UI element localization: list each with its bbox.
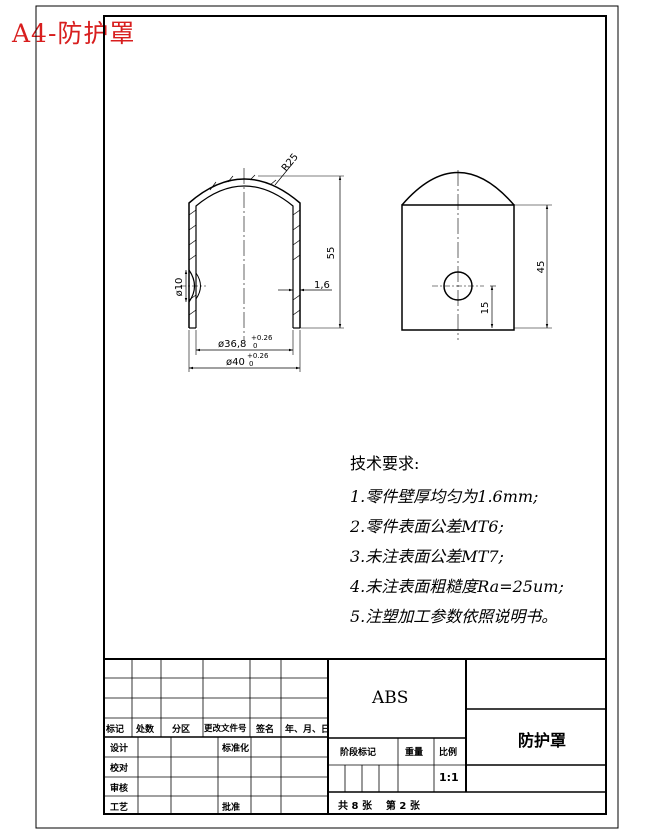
note-item-2: 2.零件表面公差MT6; — [350, 517, 504, 536]
dim-outer-tol-lower: 0 — [249, 360, 253, 368]
label-process: 工艺 — [110, 803, 129, 813]
dim-outer-tol-upper: +0.26 — [247, 352, 269, 360]
label-signature: 签名 — [256, 725, 275, 735]
dim-height-right: 45 — [536, 261, 547, 274]
material-value: ABS — [372, 688, 409, 708]
label-zone: 分区 — [172, 725, 191, 735]
dim-inner-tol-upper: +0.26 — [251, 334, 273, 342]
sheet-total: 8 — [351, 801, 359, 812]
label-design: 设计 — [110, 744, 129, 754]
label-change-doc: 更改文件号 — [204, 724, 247, 734]
technical-notes: 技术要求: 1.零件壁厚均匀为1.6mm; 2.零件表面公差MT6; 3.未注表… — [350, 450, 564, 635]
outer-border — [35, 5, 619, 829]
sheet-unit-1: 张 — [361, 801, 372, 812]
sheet-label: 第 — [385, 801, 396, 812]
sheet-number: 2 — [399, 801, 407, 812]
dim-hole-height: 15 — [480, 302, 491, 315]
sheet-total-label: 共 — [338, 801, 348, 812]
dim-inner-dia: ø36,8 — [218, 339, 246, 350]
dim-inner-tol-lower: 0 — [253, 342, 257, 350]
notes-heading: 技术要求: — [350, 454, 420, 473]
label-approve: 批准 — [222, 803, 241, 813]
dim-radius: R25 — [280, 152, 301, 174]
scale-value: 1:1 — [439, 771, 459, 784]
part-name: 防护罩 — [518, 731, 567, 750]
label-stage-mark: 阶段标记 — [340, 748, 377, 758]
label-review: 审核 — [110, 784, 129, 794]
dim-wall: 1,6 — [314, 280, 330, 291]
inner-border — [103, 15, 607, 815]
label-count: 处数 — [136, 725, 155, 735]
header-title: A4-防护罩 — [12, 19, 136, 48]
label-standardize: 标准化 — [222, 744, 250, 754]
note-item-4: 4.未注表面粗糙度Ra=25um; — [350, 577, 564, 596]
sheet-count: 共 8 张 第 2 张 — [338, 797, 420, 812]
label-ratio: 比例 — [439, 748, 458, 758]
label-weight: 重量 — [405, 748, 424, 758]
label-mark: 标记 — [106, 725, 125, 735]
dim-hole: ø10 — [174, 278, 185, 297]
note-item-1: 1.零件壁厚均匀为1.6mm; — [350, 487, 539, 506]
label-check: 校对 — [110, 764, 129, 774]
sheet-unit-2: 张 — [409, 801, 420, 812]
dim-height-left: 55 — [326, 247, 337, 260]
label-date: 年、月、日 — [285, 725, 331, 735]
note-item-3: 3.未注表面公差MT7; — [350, 547, 504, 566]
dim-outer-dia: ø40 — [226, 357, 245, 368]
side-view — [401, 170, 552, 340]
front-section-view — [180, 162, 344, 372]
title-block-grid — [103, 658, 607, 815]
note-item-5: 5.注塑加工参数依照说明书。 — [350, 607, 558, 626]
